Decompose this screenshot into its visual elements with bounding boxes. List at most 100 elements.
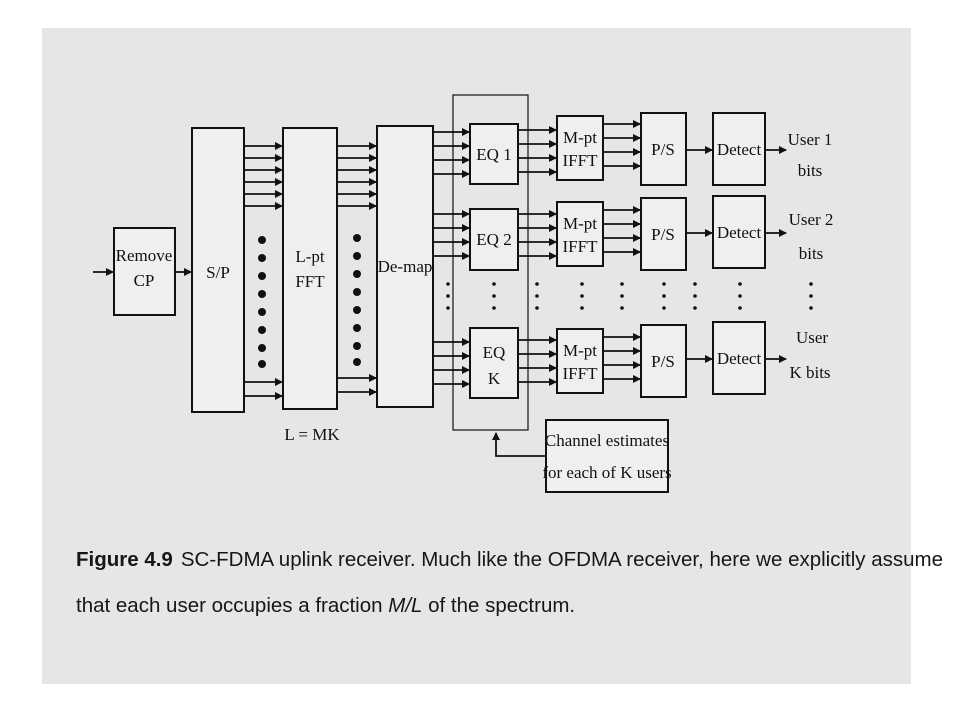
channel-estimates-label-1: Channel estimates [545,431,669,450]
detect-k-label: Detect [717,349,762,368]
detect-block-1: Detect [712,112,766,186]
figure-label: Figure 4.9 [76,548,173,571]
ps-k-label: P/S [651,352,675,371]
user-continuation-dot [620,282,624,286]
remove-cp-label-1: Remove [116,246,173,265]
user-continuation-dot [580,306,584,310]
user-continuation-dot [492,294,496,298]
sp-fft-continuation-dot [258,236,266,244]
user-continuation-dot [662,282,666,286]
user-continuation-dot [492,282,496,286]
fft-label-1: L-pt [295,247,325,266]
sp-block: S/P [191,127,245,413]
ifft-1-label-1: M-pt [563,128,597,147]
ifft-block-2: M-pt IFFT [556,201,604,267]
sp-fft-continuation-dot [258,254,266,262]
user1-output-label-2: bits [798,161,823,180]
caption-text-2b: of the spectrum. [428,594,576,617]
user-continuation-dot [693,306,697,310]
user-continuation-dot [535,282,539,286]
detect-1-label: Detect [717,140,762,159]
figure-caption-line-2: that each user occupies a fraction M/L o… [76,594,575,618]
user-continuation-dot [535,306,539,310]
sp-fft-continuation-dot [258,272,266,280]
fft-size-note: L = MK [284,425,340,444]
sp-fft-continuation-dot [258,360,266,368]
user-continuation-dot [738,294,742,298]
eq1-block: EQ 1 [469,123,519,185]
user-continuation-dot [580,294,584,298]
fft-label-2: FFT [295,272,325,291]
user-continuation-dot [620,294,624,298]
user-continuation-dot [738,282,742,286]
detect-block-2: Detect [712,195,766,269]
user-continuation-dot [693,282,697,286]
equalizer-group-frame [452,94,529,431]
user-continuation-dot [446,282,450,286]
eq2-label: EQ 2 [476,230,511,249]
ps-block-1: P/S [640,112,687,186]
ps-block-2: P/S [640,197,687,271]
user-continuation-dot [662,306,666,310]
sp-fft-continuation-dot [258,290,266,298]
figure-caption-line-1: Figure 4.9 SC-FDMA uplink receiver. Much … [76,548,943,572]
detect-2-label: Detect [717,223,762,242]
fft-demap-continuation-dot [353,306,361,314]
sp-label: S/P [206,263,230,282]
fft-demap-continuation-dot [353,288,361,296]
eqk-label-2: K [488,369,501,388]
sp-fft-continuation-dot [258,308,266,316]
user2-output-label-1: User 2 [789,210,834,229]
fft-demap-continuation-dot [353,342,361,350]
user-continuation-dot [620,306,624,310]
user1-output-label-1: User 1 [788,130,833,149]
user-continuation-dot [492,306,496,310]
userk-output-label-1: User [796,328,828,347]
ifft-2-label-2: IFFT [563,237,599,256]
ifft-block-k: M-pt IFFT [556,328,604,394]
user-continuation-dot [693,294,697,298]
fft-demap-continuation-dot [353,252,361,260]
user-continuation-dot [662,294,666,298]
user-continuation-dot [809,294,813,298]
detect-block-k: Detect [712,321,766,395]
eq1-label: EQ 1 [476,145,511,164]
userk-output-label-2: K bits [789,363,830,382]
channel-estimates-arrow [492,432,546,457]
sp-fft-continuation-dot [258,326,266,334]
ps-1-label: P/S [651,140,675,159]
user-continuation-dot [580,282,584,286]
ifft-block-1: M-pt IFFT [556,115,604,181]
caption-text-1: SC-FDMA uplink receiver. Much like the O… [180,548,944,571]
ifft-2-label-1: M-pt [563,214,597,233]
user-continuation-dot [738,306,742,310]
user-continuation-dot [446,306,450,310]
user2-output-label-2: bits [799,244,824,263]
ps-block-k: P/S [640,324,687,398]
fft-demap-continuation-dot [353,358,361,366]
eqk-block: EQ K [469,327,519,399]
channel-estimates-block: Channel estimates for each of K users [542,419,672,493]
fft-demap-continuation-dot [353,270,361,278]
user-continuation-dot [809,282,813,286]
ifft-k-label-1: M-pt [563,341,597,360]
fft-block: L-pt FFT [282,127,338,410]
user-continuation-dot [446,294,450,298]
remove-cp-label-2: CP [134,271,155,290]
fft-demap-continuation-dot [353,324,361,332]
eq2-block: EQ 2 [469,208,519,271]
eqk-label-1: EQ [483,343,506,362]
caption-text-2a: that each user occupies a fraction [76,594,383,617]
fft-demap-continuation-dot [353,234,361,242]
sp-fft-continuation-dot [258,344,266,352]
user-continuation-dot [809,306,813,310]
ps-2-label: P/S [651,225,675,244]
ifft-1-label-2: IFFT [563,151,599,170]
caption-math: M/L [388,594,423,617]
user-continuation-dot [535,294,539,298]
demap-block: De-map [376,125,434,408]
remove-cp-block: Remove CP [113,227,176,316]
channel-estimates-label-2: for each of K users [542,463,671,482]
ifft-k-label-2: IFFT [563,364,599,383]
